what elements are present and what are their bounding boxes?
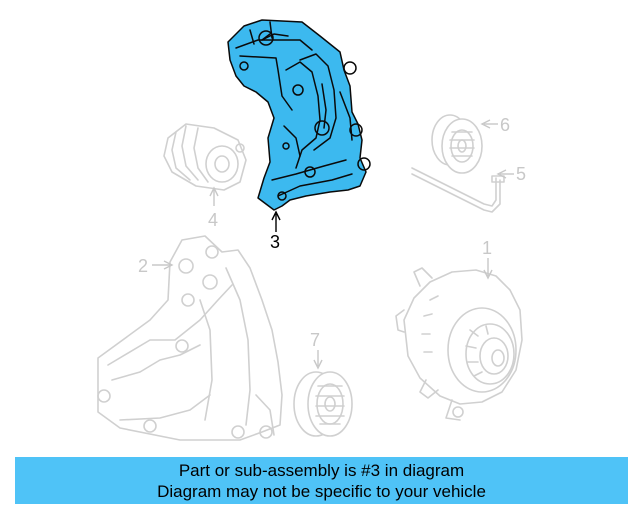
callout-2: 2 [138,256,174,276]
callout-1-label: 1 [482,238,492,258]
callout-7-label: 7 [310,330,320,350]
callout-7: 7 [310,330,323,370]
callout-2-label: 2 [138,256,148,276]
callout-4-label: 4 [208,210,218,230]
part-info-banner: Part or sub-assembly is #3 in diagram Di… [15,457,628,504]
callout-1: 1 [482,238,493,280]
part-1-alternator[interactable] [395,267,523,421]
callout-3-label: 3 [270,232,280,252]
banner-line-2: Diagram may not be specific to your vehi… [157,481,486,501]
part-3-bracket-highlighted[interactable] [227,19,371,211]
callout-4: 4 [208,186,219,230]
part-4-tensioner[interactable] [163,123,247,191]
callout-6: 6 [480,115,510,135]
callout-3: 3 [270,210,281,252]
part-5-bolt[interactable] [411,167,505,213]
banner-line-1: Part or sub-assembly is #3 in diagram [178,460,465,480]
part-2-mounting-bracket[interactable] [97,235,283,441]
callout-5-label: 5 [516,164,526,184]
callout-5: 5 [496,164,526,184]
parts-diagram: 1 2 3 4 5 6 7 [97,19,526,441]
callout-6-label: 6 [500,115,510,135]
part-7-idler-pulley[interactable] [293,371,353,437]
part-6-pulley[interactable] [431,114,483,174]
